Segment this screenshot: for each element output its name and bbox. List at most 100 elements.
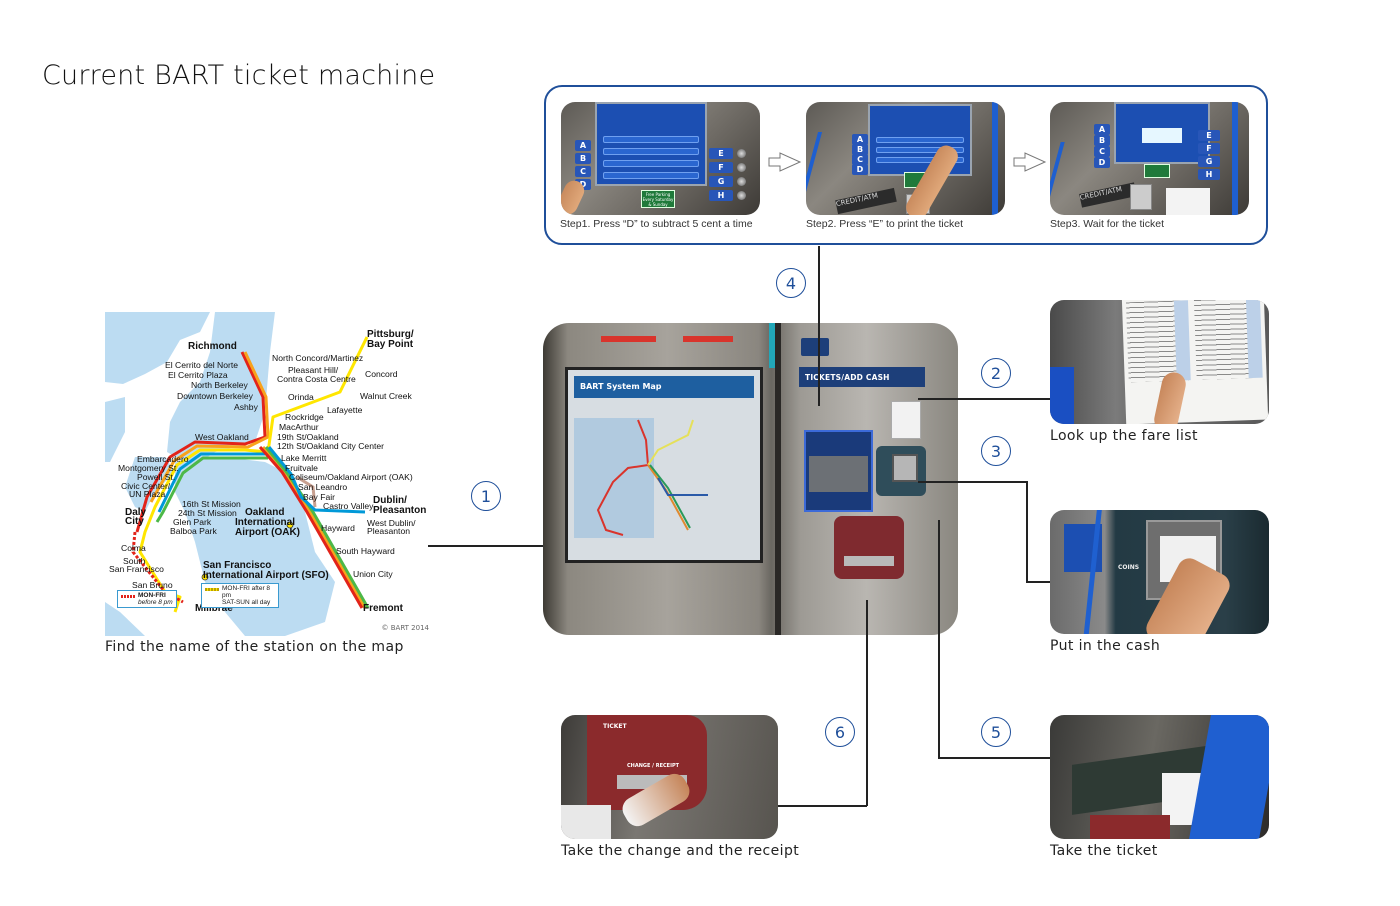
callout-3-caption: Put in the cash [1050,638,1161,654]
callout-6-caption: Take the change and the receipt [561,843,800,859]
station-label: Castro Valley [323,501,374,511]
station-label: Colma [121,543,146,553]
fare-list-photo [1050,300,1269,424]
station-label: Walnut Creek [360,391,412,401]
take-ticket-photo [1050,715,1269,839]
connector-3 [1026,481,1028,582]
step-number-badge-4: 4 [776,268,806,298]
station-label: San Bruno [132,580,173,590]
station-label: Embarcadero [137,454,189,464]
station-label: Pleasanton [373,505,427,516]
station-label: Lake Merritt [281,453,327,463]
bart-system-map: Richmond El Cerrito del Norte El Cerrito… [105,312,435,636]
system-map-poster: BART System Map [565,367,763,563]
station-label: Balboa Park [170,526,217,536]
step3-caption: Step3. Wait for the ticket [1050,218,1164,230]
station-label: Richmond [188,341,237,352]
station-label: Fremont [363,603,403,614]
bill-slot [876,446,926,496]
map-copyright: © BART 2014 [381,624,430,632]
fare-list-card [891,401,921,439]
station-label: San Francisco [203,560,272,571]
connector-4 [818,246,820,406]
put-cash-photo: COINS [1050,510,1269,634]
station-label: San Leandro [298,482,348,492]
step-number-badge-1: 1 [471,481,501,511]
station-label: Montgomery St. [118,463,179,473]
callout-5-caption: Take the ticket [1050,843,1158,859]
step-number-badge-6: 6 [825,717,855,747]
station-label: 16th St Mission [182,499,241,509]
station-label: Ashby [234,402,258,412]
station-label: City [125,516,144,527]
station-label: 12th St/Oakland City Center [277,441,384,451]
connector-3 [1026,581,1050,583]
change-receipt-tray [834,516,904,579]
station-label: International [235,517,296,528]
station-label: North Berkeley [191,380,248,390]
station-label: Pleasanton [367,526,411,536]
step-number-badge-2: 2 [981,358,1011,388]
station-label: Downtown Berkeley [177,391,253,401]
station-label: South Hayward [336,546,395,556]
station-label: El Cerrito del Norte [165,360,239,370]
step1-photo: A B C D E F G H Free Parking Every Satur… [561,102,760,215]
callout-2-caption: Look up the fare list [1050,428,1198,444]
tickets-add-cash-header: TICKETS/ADD CASH [799,367,925,387]
hollow-right-arrow-icon [1013,152,1047,172]
step1-caption: Step1. Press “D” to subtract 5 cent a ti… [560,218,753,230]
atm-button-e: E [709,148,733,159]
station-label: Dublin/ [373,495,407,506]
system-map-header: BART System Map [574,376,754,398]
station-label: Oakland [245,507,285,518]
station-label: Bay Point [367,339,414,350]
station-label: Orinda [288,392,314,402]
station-label: Glen Park [173,517,212,527]
connector-1 [428,545,543,547]
station-label: International Airport (SFO) [203,570,329,581]
station-label: South [123,556,146,566]
change-receipt-label: CHANGE / RECEIPT [627,763,680,769]
station-label: Fruitvale [285,463,318,473]
station-label: El Cerrito Plaza [168,370,228,380]
hollow-right-arrow-icon [768,152,802,172]
touch-screen [804,430,873,512]
station-label: West Dublin/ [367,518,416,528]
atm-button-h: H [709,190,733,201]
atm-button-f: F [709,162,733,173]
station-label: Pleasant Hill/ [288,365,339,375]
steps-panel [544,85,1268,245]
station-label: San Francisco [109,564,164,574]
connector-6 [778,805,867,807]
station-label: Coliseum/Oakland Airport (OAK) [289,472,413,482]
step2-caption: Step2. Press “E” to print the ticket [806,218,963,230]
atm-button-c: C [575,166,591,177]
connector-2 [918,398,1050,400]
ticket-label: TICKET [603,723,627,730]
bart-logo [801,338,829,356]
station-label: 19th St/Oakland [277,432,339,442]
callout-1-caption: Find the name of the station on the map [105,639,404,655]
step-number-badge-3: 3 [981,436,1011,466]
atm-button-a: A [575,140,591,151]
take-change-photo: TICKET CHANGE / RECEIPT [561,715,778,839]
connector-5 [938,757,1050,759]
station-label: Pittsburg/ [367,329,414,340]
station-label: MacArthur [279,422,319,432]
credit-atm-slot: CREDIT/ATM [835,187,897,215]
station-label: 24th St Mission [178,508,237,518]
coins-label: COINS [1118,564,1140,571]
atm-button-g: G [709,176,733,187]
station-label: Airport (OAK) [235,527,300,538]
station-label: Lafayette [327,405,363,415]
station-label: Daly [125,507,147,518]
step-number-badge-5: 5 [981,717,1011,747]
free-parking-sign: Free Parking Every Saturday & Sunday [641,190,675,208]
connector-5 [938,520,940,758]
station-label: West Oakland [195,432,249,442]
station-label: North Concord/Martinez [272,353,364,363]
